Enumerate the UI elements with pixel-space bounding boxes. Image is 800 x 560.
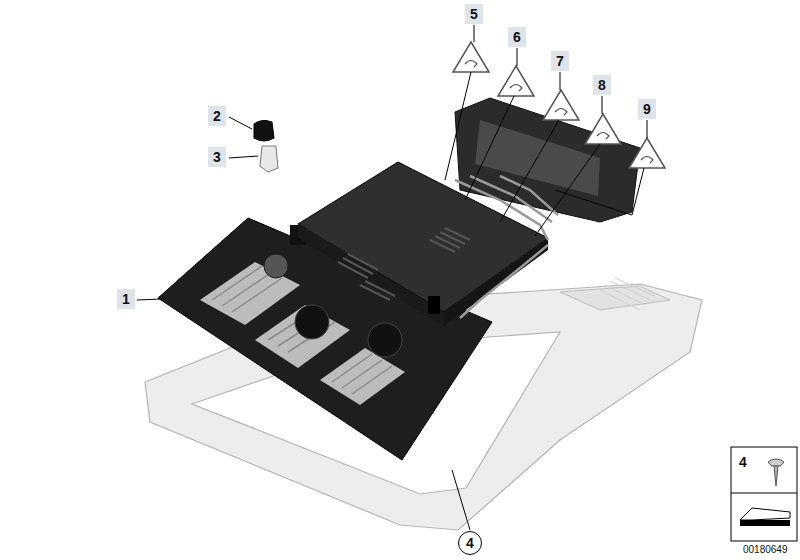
callout-number: 8	[593, 75, 611, 95]
callout-number: 5	[465, 4, 483, 24]
legend-part-box: 4	[731, 447, 797, 493]
node-text: 4	[466, 535, 474, 551]
node-text: 4	[739, 454, 747, 470]
callout-number: 9	[638, 99, 656, 119]
callout-number: 7	[551, 51, 569, 71]
callout-number: 6	[508, 27, 526, 47]
callout-number: 2	[208, 106, 226, 126]
diagram-code: 00180649	[743, 544, 788, 555]
callout-number: 1	[117, 289, 135, 309]
callout-circle: 4	[458, 531, 482, 555]
callout-number: 3	[208, 147, 226, 167]
